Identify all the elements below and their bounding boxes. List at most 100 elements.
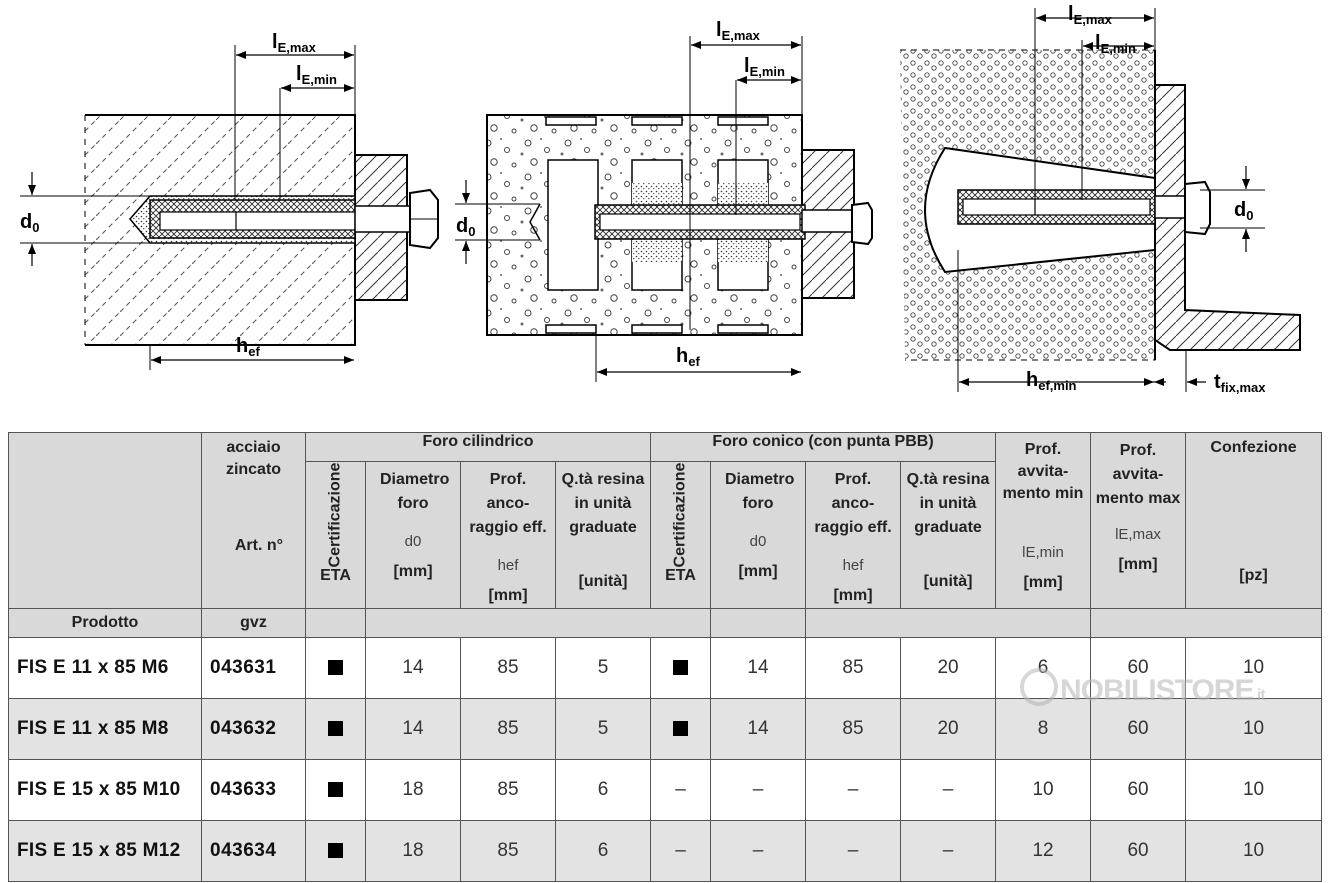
header-cert-cyl: Certificazione ETA xyxy=(305,461,366,609)
svg-text:hef: hef xyxy=(676,345,700,369)
certified-square-icon xyxy=(328,660,343,676)
label-hef: h xyxy=(236,335,248,357)
drawing-aerated-concrete: lE,max lE,min d0 hef,min tfix,max xyxy=(900,3,1301,395)
con-resin: 20 xyxy=(899,698,997,760)
cyl-d0: 14 xyxy=(365,637,461,699)
label-le-max: l xyxy=(716,19,722,41)
con-resin: 20 xyxy=(899,637,997,699)
watermark: NOBILISTORE.it xyxy=(1020,668,1266,708)
svg-text:d0: d0 xyxy=(1234,199,1253,223)
svg-text:lE,max: lE,max xyxy=(272,31,317,55)
drawing-hollow-brick: lE,max lE,min d0 hef xyxy=(455,19,873,382)
le-min: 8 xyxy=(995,698,1092,760)
header-resin-cyl: Q.tà resina in unità graduate[unità] xyxy=(555,461,651,609)
eta-cyl xyxy=(305,637,366,699)
pack: 10 xyxy=(1185,637,1323,699)
label-d0: d xyxy=(456,215,468,237)
label-tfix-max: t xyxy=(1214,371,1221,393)
certified-square-icon xyxy=(328,721,343,737)
product-label: Prodotto xyxy=(8,608,202,638)
cyl-resin: 5 xyxy=(555,698,651,760)
label-le-min: l xyxy=(744,55,750,77)
cyl-d0: 14 xyxy=(365,698,461,760)
header-resin-con: Q.tà resina in unità graduate[unità] xyxy=(899,461,997,609)
label-le-max: l xyxy=(1068,3,1074,25)
label-le-max: l xyxy=(272,31,278,53)
header-cert-con: Certificazione ETA xyxy=(650,461,711,609)
label-d0: d xyxy=(20,211,32,233)
le-max: 60 xyxy=(1090,759,1187,821)
pack: 10 xyxy=(1185,698,1323,760)
svg-text:hef: hef xyxy=(236,335,260,359)
label-d0: d xyxy=(1234,199,1246,221)
group-cylindrical: Foro cilindrico xyxy=(305,432,651,462)
cyl-hef: 85 xyxy=(460,820,556,882)
group-conical: Foro conico (con punta PBB) xyxy=(649,432,997,462)
header-row-group: acciaio zincato Art. n° Foro cilindrico … xyxy=(8,432,1323,609)
eta-con: – xyxy=(650,759,711,821)
article-number: 043631 xyxy=(201,637,306,699)
product-name: FIS E 11 x 85 M8 xyxy=(8,698,202,760)
eta-cyl xyxy=(305,759,366,821)
cyl-resin: 6 xyxy=(555,759,651,821)
header-anch-con: Prof. anco-raggio eff.hef[mm] xyxy=(805,461,901,609)
article-number: 043634 xyxy=(201,820,306,882)
certified-square-icon xyxy=(673,660,688,676)
con-resin: – xyxy=(899,820,997,882)
pack: 10 xyxy=(1185,759,1323,821)
header-row-product: Prodotto gvz xyxy=(8,608,1323,638)
certified-square-icon xyxy=(328,843,343,859)
certified-square-icon xyxy=(673,721,688,737)
cyl-hef: 85 xyxy=(460,637,556,699)
con-hef: – xyxy=(805,759,901,821)
header-steel: acciaio zincato Art. n° xyxy=(201,432,306,609)
svg-text:hef,min: hef,min xyxy=(1026,369,1077,393)
con-d0: 14 xyxy=(710,637,806,699)
le-max: 60 xyxy=(1090,698,1187,760)
svg-text:d0: d0 xyxy=(20,211,39,235)
con-hef: 85 xyxy=(805,698,901,760)
watermark-logo-icon xyxy=(1020,668,1058,706)
cyl-d0: 18 xyxy=(365,820,461,882)
product-name: FIS E 15 x 85 M10 xyxy=(8,759,202,821)
eta-cyl xyxy=(305,698,366,760)
article-number: 043633 xyxy=(201,759,306,821)
pack: 10 xyxy=(1185,820,1323,882)
eta-con xyxy=(650,698,711,760)
svg-text:tfix,max: tfix,max xyxy=(1214,371,1266,395)
svg-text:lE,min: lE,min xyxy=(1095,32,1136,56)
label-le-min: l xyxy=(296,63,302,85)
steel-label: acciaio zincato xyxy=(225,439,282,478)
cyl-hef: 85 xyxy=(460,759,556,821)
svg-text:lE,min: lE,min xyxy=(296,63,337,87)
le-max: 60 xyxy=(1090,820,1187,882)
product-name: FIS E 11 x 85 M6 xyxy=(8,637,202,699)
le-min: 12 xyxy=(995,820,1092,882)
product-name: FIS E 15 x 85 M12 xyxy=(8,820,202,882)
cyl-resin: 5 xyxy=(555,637,651,699)
eta-con: – xyxy=(650,820,711,882)
svg-text:d0: d0 xyxy=(456,215,475,239)
eta-cyl xyxy=(305,820,366,882)
le-max: 60 xyxy=(1090,637,1187,699)
svg-text:lE,max: lE,max xyxy=(1068,3,1113,27)
le-min: 10 xyxy=(995,759,1092,821)
con-resin: – xyxy=(899,759,997,821)
svg-text:lE,max: lE,max xyxy=(716,19,761,43)
product-spec-table: acciaio zincato Art. n° Foro cilindrico … xyxy=(8,432,1323,882)
header-pack: Confezione [pz] xyxy=(1185,432,1323,609)
eta-con xyxy=(650,637,711,699)
label-hef: h xyxy=(676,345,688,367)
con-d0: – xyxy=(710,759,806,821)
certified-square-icon xyxy=(328,782,343,798)
cyl-d0: 18 xyxy=(365,759,461,821)
cyl-hef: 85 xyxy=(460,698,556,760)
header-blank xyxy=(8,432,202,609)
